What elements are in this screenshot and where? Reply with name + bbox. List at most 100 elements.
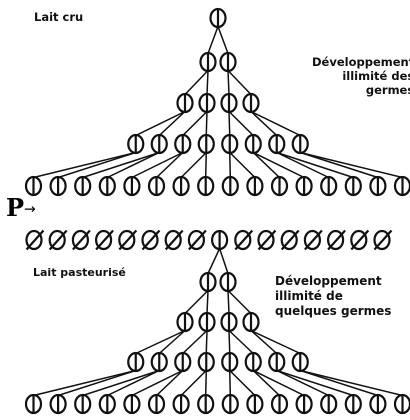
raw-live-germ-icon bbox=[172, 175, 190, 197]
raw-live-germ-icon bbox=[197, 175, 215, 197]
past-branch-line bbox=[131, 369, 184, 397]
raw-branch-line bbox=[155, 151, 184, 179]
past-branch-line bbox=[276, 369, 330, 397]
past-branch-line bbox=[228, 329, 254, 355]
raw-branch-line bbox=[207, 26, 219, 54]
past-live-germ-icon bbox=[199, 271, 217, 293]
past-live-germ-icon bbox=[49, 393, 67, 415]
past-branch-line bbox=[184, 289, 209, 315]
raw-live-germ-icon bbox=[219, 51, 237, 73]
killed-germ-icon bbox=[373, 229, 393, 251]
past-live-germ-icon bbox=[98, 393, 116, 415]
raw-milk-development-note: Développement illimité des germes bbox=[312, 55, 410, 97]
raw-live-germ-icon bbox=[98, 175, 116, 197]
past-live-germ-icon bbox=[295, 393, 313, 415]
killed-germ-icon bbox=[327, 229, 346, 251]
raw-live-germ-icon bbox=[24, 175, 43, 197]
raw-live-germ-icon bbox=[199, 51, 217, 73]
past-live-germ-icon bbox=[176, 311, 194, 333]
past-branch-line bbox=[300, 369, 403, 397]
raw-branch-line bbox=[33, 151, 136, 179]
past-branch-line bbox=[227, 289, 252, 315]
past-development-line-2: illimité de bbox=[275, 289, 343, 303]
past-branch-line bbox=[205, 330, 208, 354]
killed-germ-icon bbox=[257, 229, 277, 251]
past-live-germ-icon bbox=[197, 351, 215, 373]
raw-branch-line bbox=[250, 110, 301, 137]
killed-germ-icon bbox=[164, 229, 184, 251]
past-live-germ-icon bbox=[270, 393, 289, 415]
past-branch-line bbox=[106, 369, 160, 397]
raw-live-germ-icon bbox=[369, 175, 387, 197]
past-branch-line bbox=[252, 369, 305, 397]
raw-branch-line bbox=[228, 110, 254, 137]
past-live-germ-icon bbox=[291, 351, 309, 373]
pasteurization-symbol: P bbox=[6, 193, 25, 222]
past-branch-line bbox=[252, 369, 281, 397]
past-branch-line bbox=[276, 369, 354, 397]
raw-branch-line bbox=[182, 110, 208, 137]
raw-milk-label: Lait cru bbox=[34, 10, 84, 24]
killed-germ-icon bbox=[71, 229, 91, 251]
past-live-germ-icon bbox=[172, 393, 190, 415]
raw-live-germ-icon bbox=[220, 92, 238, 114]
past-live-germ-icon bbox=[198, 311, 216, 333]
raw-branch-line bbox=[217, 26, 229, 54]
killed-germ-icon bbox=[350, 229, 370, 251]
raw-branch-line bbox=[276, 151, 330, 179]
raw-branch-line bbox=[206, 70, 209, 95]
past-live-germ-icon bbox=[344, 393, 362, 415]
past-development-line-1: Développement bbox=[275, 274, 382, 288]
raw-branch-line bbox=[204, 152, 207, 178]
raw-live-germ-icon bbox=[221, 133, 239, 155]
raw-live-germ-icon bbox=[209, 7, 227, 29]
killed-germ-icon bbox=[118, 229, 138, 251]
raw-live-germ-icon bbox=[244, 133, 262, 155]
past-branch-line bbox=[135, 329, 186, 355]
past-live-germ-icon bbox=[221, 351, 239, 373]
past-branch-line bbox=[250, 329, 278, 355]
past-live-germ-icon bbox=[197, 393, 215, 415]
raw-live-germ-icon bbox=[246, 175, 264, 197]
raw-branch-line bbox=[106, 151, 160, 179]
past-branch-line bbox=[158, 329, 186, 355]
killed-germ-icon bbox=[25, 229, 45, 251]
past-branch-line bbox=[229, 370, 232, 396]
killed-germ-icon bbox=[280, 229, 300, 251]
raw-development-line-1: Développement bbox=[312, 55, 410, 69]
killed-germ-icon bbox=[94, 229, 114, 251]
raw-live-germ-icon bbox=[74, 175, 92, 197]
raw-live-germ-icon bbox=[291, 133, 309, 155]
killed-germ-icon bbox=[48, 229, 68, 251]
raw-live-germ-icon bbox=[127, 133, 145, 155]
past-live-germ-icon bbox=[74, 393, 92, 415]
raw-branch-line bbox=[300, 151, 379, 179]
raw-live-germ-icon bbox=[150, 133, 168, 155]
past-development-line-3: quelques germes bbox=[275, 304, 392, 318]
past-live-germ-icon bbox=[147, 393, 166, 415]
surviving-germ-icon bbox=[211, 229, 229, 251]
raw-live-germ-icon bbox=[320, 175, 338, 197]
raw-live-germ-icon bbox=[268, 133, 286, 155]
past-live-germ-icon bbox=[268, 351, 286, 373]
raw-development-line-3: germes bbox=[365, 83, 410, 97]
past-branch-line bbox=[182, 329, 208, 355]
pasteurized-milk-label: Lait pasteurisé bbox=[33, 266, 126, 279]
raw-branch-line bbox=[250, 110, 278, 137]
raw-branch-line bbox=[252, 151, 305, 179]
raw-branch-line bbox=[252, 151, 281, 179]
raw-branch-line bbox=[227, 70, 230, 95]
past-live-germ-icon bbox=[393, 393, 410, 415]
killed-germ-icon bbox=[234, 229, 254, 251]
past-live-germ-icon bbox=[219, 271, 237, 293]
raw-branch-line bbox=[57, 151, 136, 179]
past-live-germ-icon bbox=[174, 351, 192, 373]
past-branch-line bbox=[229, 369, 256, 397]
past-branch-line bbox=[227, 290, 230, 314]
past-branch-line bbox=[207, 248, 221, 274]
raw-development-line-2: illimité des bbox=[342, 69, 410, 83]
past-branch-line bbox=[57, 369, 136, 397]
raw-live-germ-icon bbox=[198, 92, 216, 114]
killed-germ-icon bbox=[141, 229, 161, 251]
past-branch-line bbox=[218, 248, 229, 274]
